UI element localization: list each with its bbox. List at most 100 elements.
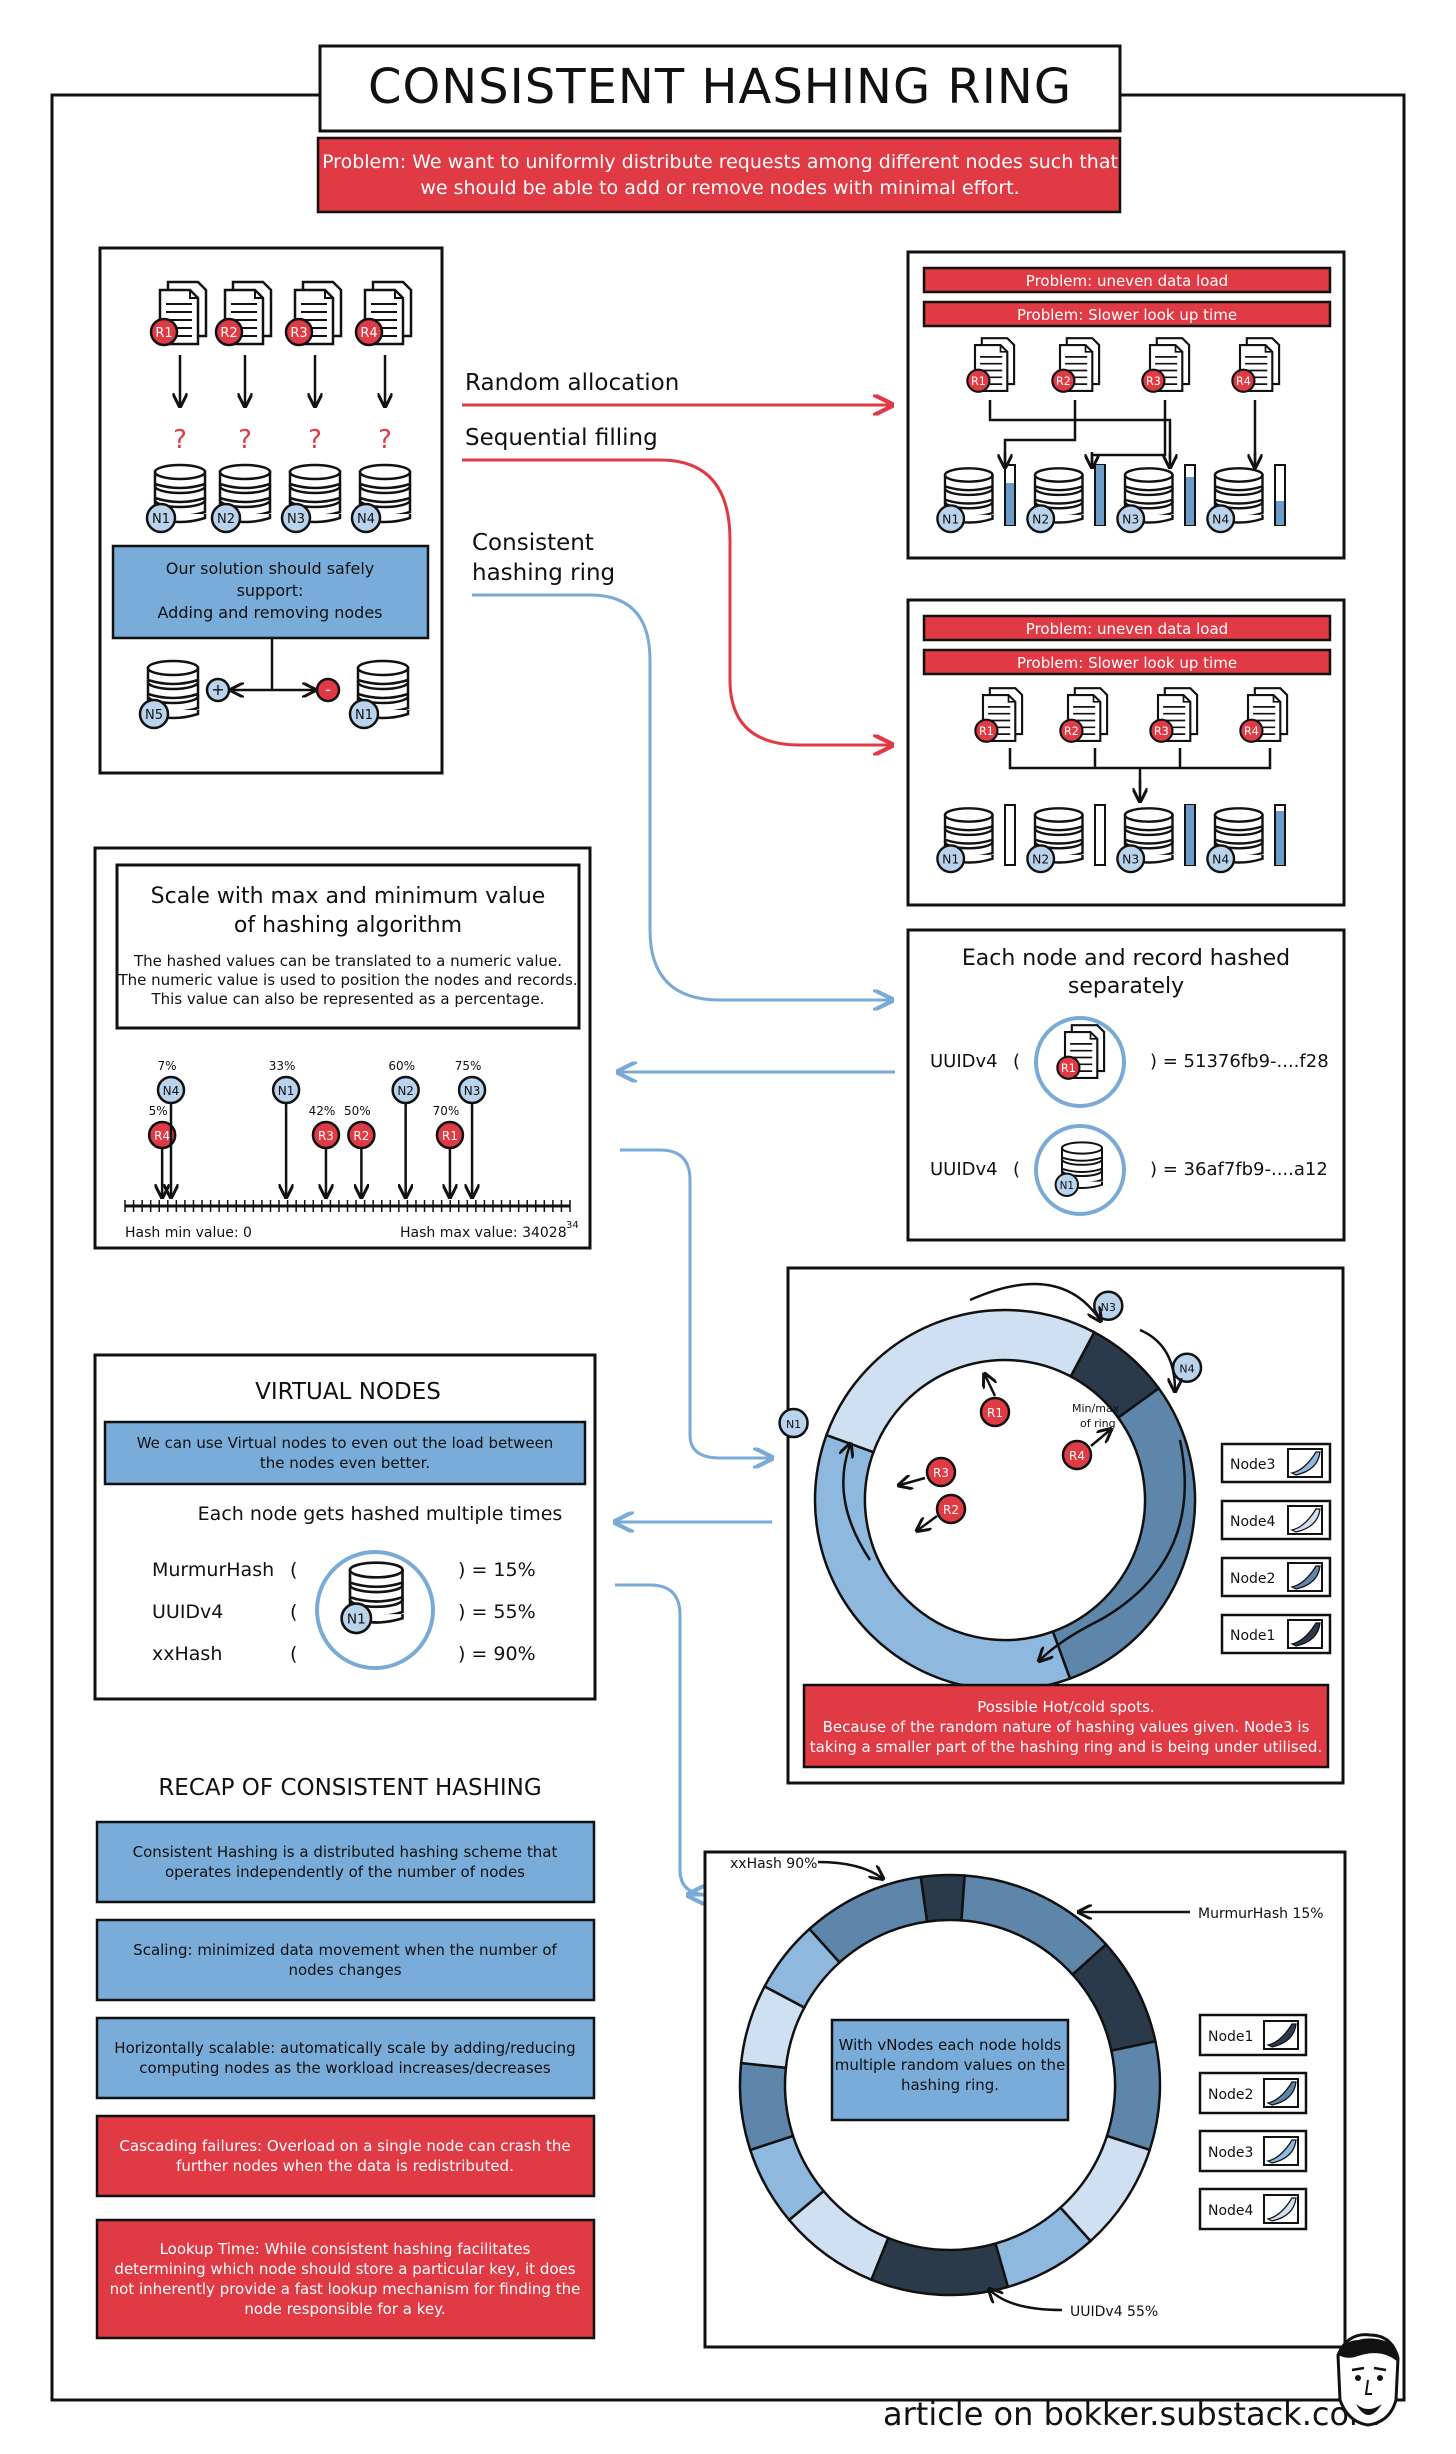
scale-marker-r2: [347, 1120, 376, 1150]
recap-item-line: Consistent Hashing is a distributed hash…: [133, 1843, 558, 1861]
p2-links: [988, 400, 1257, 462]
vnode-result: ) = 55%: [458, 1601, 536, 1623]
p2-node-n1: N1: [936, 467, 994, 534]
ring2-legend-label: Node3: [1208, 2145, 1253, 2161]
p3-node-n4-label: N4: [1212, 852, 1229, 866]
p2-record-r1: R1: [966, 337, 1016, 393]
route-ring-label-2: hashing ring: [472, 560, 615, 586]
author-avatar: [1336, 2333, 1400, 2427]
panel-virtual-nodes: VIRTUAL NODES We can use Virtual nodes t…: [93, 1353, 597, 1701]
add-node-n5-label: N5: [145, 708, 163, 723]
ring1-legend-label: Node1: [1230, 1628, 1275, 1644]
p1-node-n3: N3: [280, 463, 342, 534]
hash-min-label: Hash min value: 0: [125, 1225, 252, 1241]
problem-line-2: we should be able to add or remove nodes…: [420, 177, 1019, 199]
hotspot-note: [802, 1683, 1330, 1769]
question-mark: ?: [378, 425, 392, 455]
recap-item: [95, 1820, 596, 1904]
add-node-n5: N5: [138, 659, 200, 730]
vnode-open: (: [290, 1643, 297, 1665]
p1-node-n4-label: N4: [357, 512, 375, 527]
recap-item-line: Scaling: minimized data movement when th…: [133, 1941, 557, 1959]
vnode-fn: MurmurHash: [152, 1559, 274, 1581]
scale-marker-pct: 5%: [149, 1104, 168, 1118]
legend-swatch: [1266, 2139, 1297, 2164]
legend-swatch: [1290, 1451, 1321, 1476]
ring1-record-r3: [925, 1456, 957, 1488]
minus-badge: [315, 677, 341, 703]
scale-marker-n4-label: N4: [163, 1084, 180, 1098]
recap-item: [95, 2218, 596, 2340]
title-block: CONSISTENT HASHING RING Problem: We want…: [316, 44, 1122, 214]
p2-record-r2: R2: [1051, 337, 1101, 393]
p3-record-r1: R1: [974, 687, 1024, 743]
p2-node-n1-label: N1: [942, 512, 959, 526]
scale-marker-r3-label: R3: [318, 1129, 334, 1143]
ring2-label-murmur: MurmurHash 15%: [1198, 1906, 1324, 1922]
p3-record-r4: R4: [1239, 687, 1289, 743]
vnodes-title: VIRTUAL NODES: [255, 1379, 441, 1405]
recap-item-line: not inherently provide a fast lookup mec…: [110, 2280, 581, 2298]
scale-marker-pct: 33%: [269, 1059, 296, 1073]
scale-marker-n2-label: N2: [397, 1084, 414, 1098]
ring2-legend-label: Node2: [1208, 2087, 1253, 2103]
p1-node-n3-label: N3: [287, 512, 305, 527]
p3-record-r2-label: R2: [1064, 725, 1079, 738]
scale-title-2: of hashing algorithm: [234, 913, 462, 938]
p2-node-n3: N3: [1116, 467, 1174, 534]
ring1-record-r1: [979, 1396, 1011, 1428]
panel-random-allocation: Problem: uneven data load Problem: Slowe…: [906, 250, 1346, 560]
vnode-open: (: [290, 1601, 297, 1623]
recap-item: [95, 2016, 596, 2100]
p3-node-n3: N3: [1116, 807, 1174, 874]
panel-sequential-filling: Problem: uneven data load Problem: Slowe…: [906, 598, 1346, 907]
recap-item-line: further nodes when the data is redistrib…: [176, 2157, 514, 2175]
vnode-result: ) = 15%: [458, 1559, 536, 1581]
hashed-node-n1: N1: [1054, 1141, 1104, 1198]
p3-load-bar: [1276, 811, 1284, 865]
footer: article on bokker.substack.com: [883, 2333, 1400, 2433]
panel-hashed-separately: Each node and record hashed separately U…: [906, 928, 1346, 1242]
vnode-open: (: [290, 1559, 297, 1581]
hash-max-exp: 34: [566, 1220, 579, 1231]
ring2-center-line: hashing ring.: [901, 2076, 999, 2094]
footer-link[interactable]: article on bokker.substack.com: [883, 2395, 1380, 2433]
p1-node-n2-label: N2: [217, 512, 235, 527]
solution-line-3: Adding and removing nodes: [158, 603, 383, 622]
question-mark: ?: [238, 425, 252, 455]
remove-node-n1-label: N1: [355, 708, 373, 723]
scale-marker-pct: 70%: [433, 1104, 460, 1118]
recap: RECAP OF CONSISTENT HASHING Consistent H…: [95, 1775, 596, 2340]
hashed-fn: UUIDv4: [930, 1159, 998, 1180]
p2-record-r1-label: R1: [971, 375, 986, 388]
hashed-record-r1: R1: [1056, 1024, 1106, 1080]
hashed-result: ) = 51376fb9-....f28: [1150, 1051, 1329, 1072]
p3-node-n2: N2: [1026, 807, 1084, 874]
scale-marker-r1: [435, 1120, 465, 1150]
legend-swatch: [1266, 2197, 1297, 2222]
route-sequential-label: Sequential filling: [465, 425, 658, 451]
p1-record-r1: R1: [149, 280, 208, 347]
p3-node-n4: N4: [1206, 807, 1264, 874]
p3-node-n3-label: N3: [1122, 852, 1139, 866]
page-title: CONSISTENT HASHING RING: [368, 59, 1072, 115]
scale-marker-r4: [147, 1120, 177, 1150]
p1-record-r3: R3: [284, 280, 343, 347]
legend-swatch: [1266, 2023, 1297, 2048]
p3-record-r3-label: R3: [1154, 725, 1169, 738]
hotspot-line-2: Because of the random nature of hashing …: [823, 1718, 1310, 1736]
solution-line-2: support:: [237, 581, 304, 600]
legend-swatch: [1290, 1508, 1321, 1533]
sequential-problem-2: Problem: Slower look up time: [1017, 654, 1237, 672]
panel-scale: Scale with max and minimum value of hash…: [93, 846, 592, 1250]
p3-record-r1-label: R1: [979, 725, 994, 738]
recap-item: [95, 2114, 596, 2198]
vnode-fn: UUIDv4: [152, 1601, 223, 1623]
p2-load-bar: [1186, 477, 1194, 525]
ring1-legend-label: Node4: [1230, 1514, 1276, 1530]
ring2-legend-label: Node4: [1208, 2203, 1254, 2219]
p3-load-bar: [1186, 805, 1194, 865]
p2-node-n2-label: N2: [1032, 512, 1049, 526]
